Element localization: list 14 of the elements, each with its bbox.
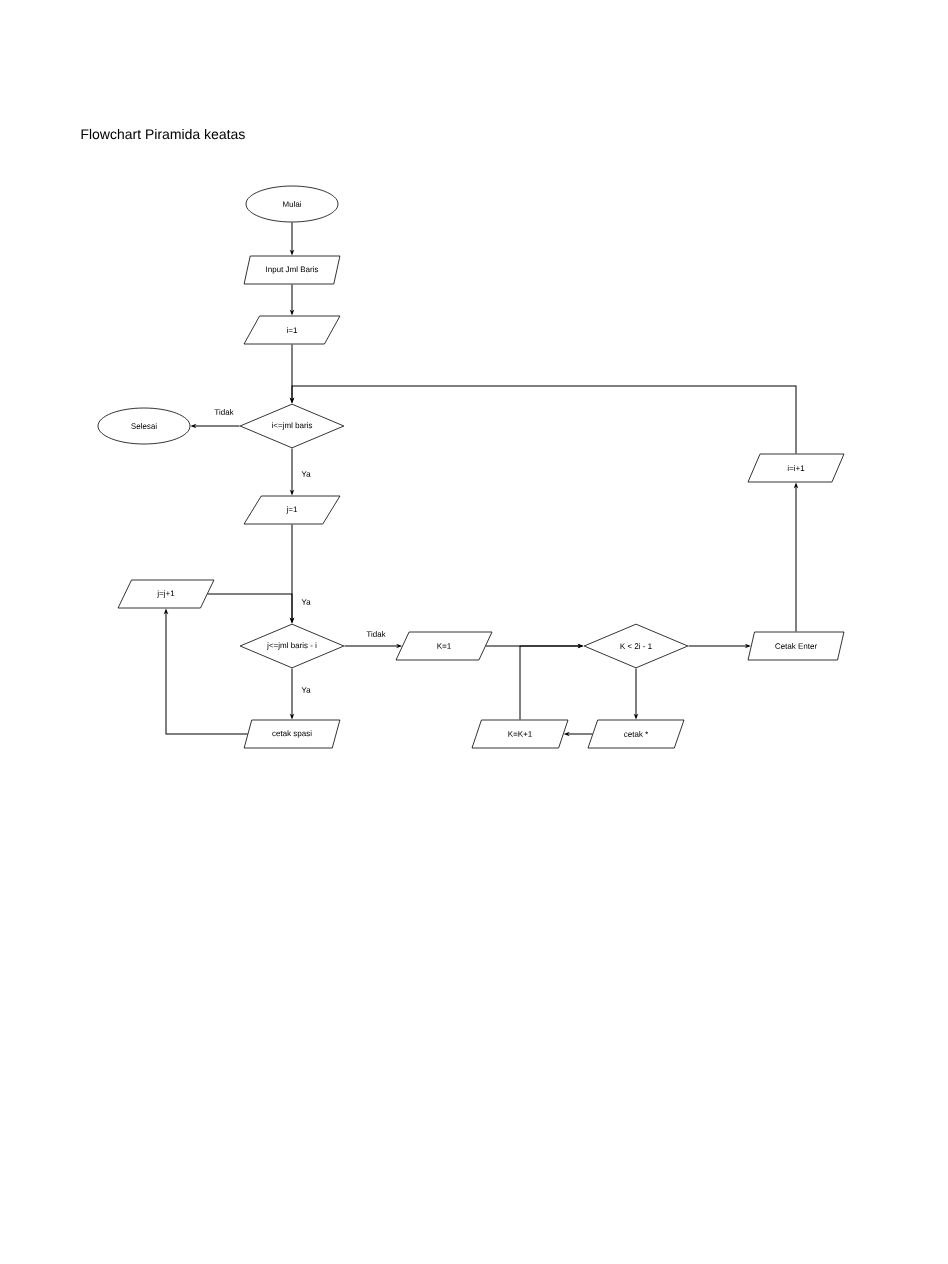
arrow xyxy=(634,667,638,719)
arrow xyxy=(290,447,294,495)
arrow xyxy=(564,732,593,736)
arrow xyxy=(687,644,750,648)
arrow xyxy=(290,667,294,719)
arrow xyxy=(794,483,798,633)
arrow xyxy=(290,283,294,315)
arrow xyxy=(343,644,402,648)
arrow xyxy=(290,221,294,255)
arrow xyxy=(164,609,249,735)
arrow xyxy=(191,424,241,428)
arrow xyxy=(207,593,294,623)
arrow xyxy=(519,644,583,721)
arrow xyxy=(290,385,797,455)
